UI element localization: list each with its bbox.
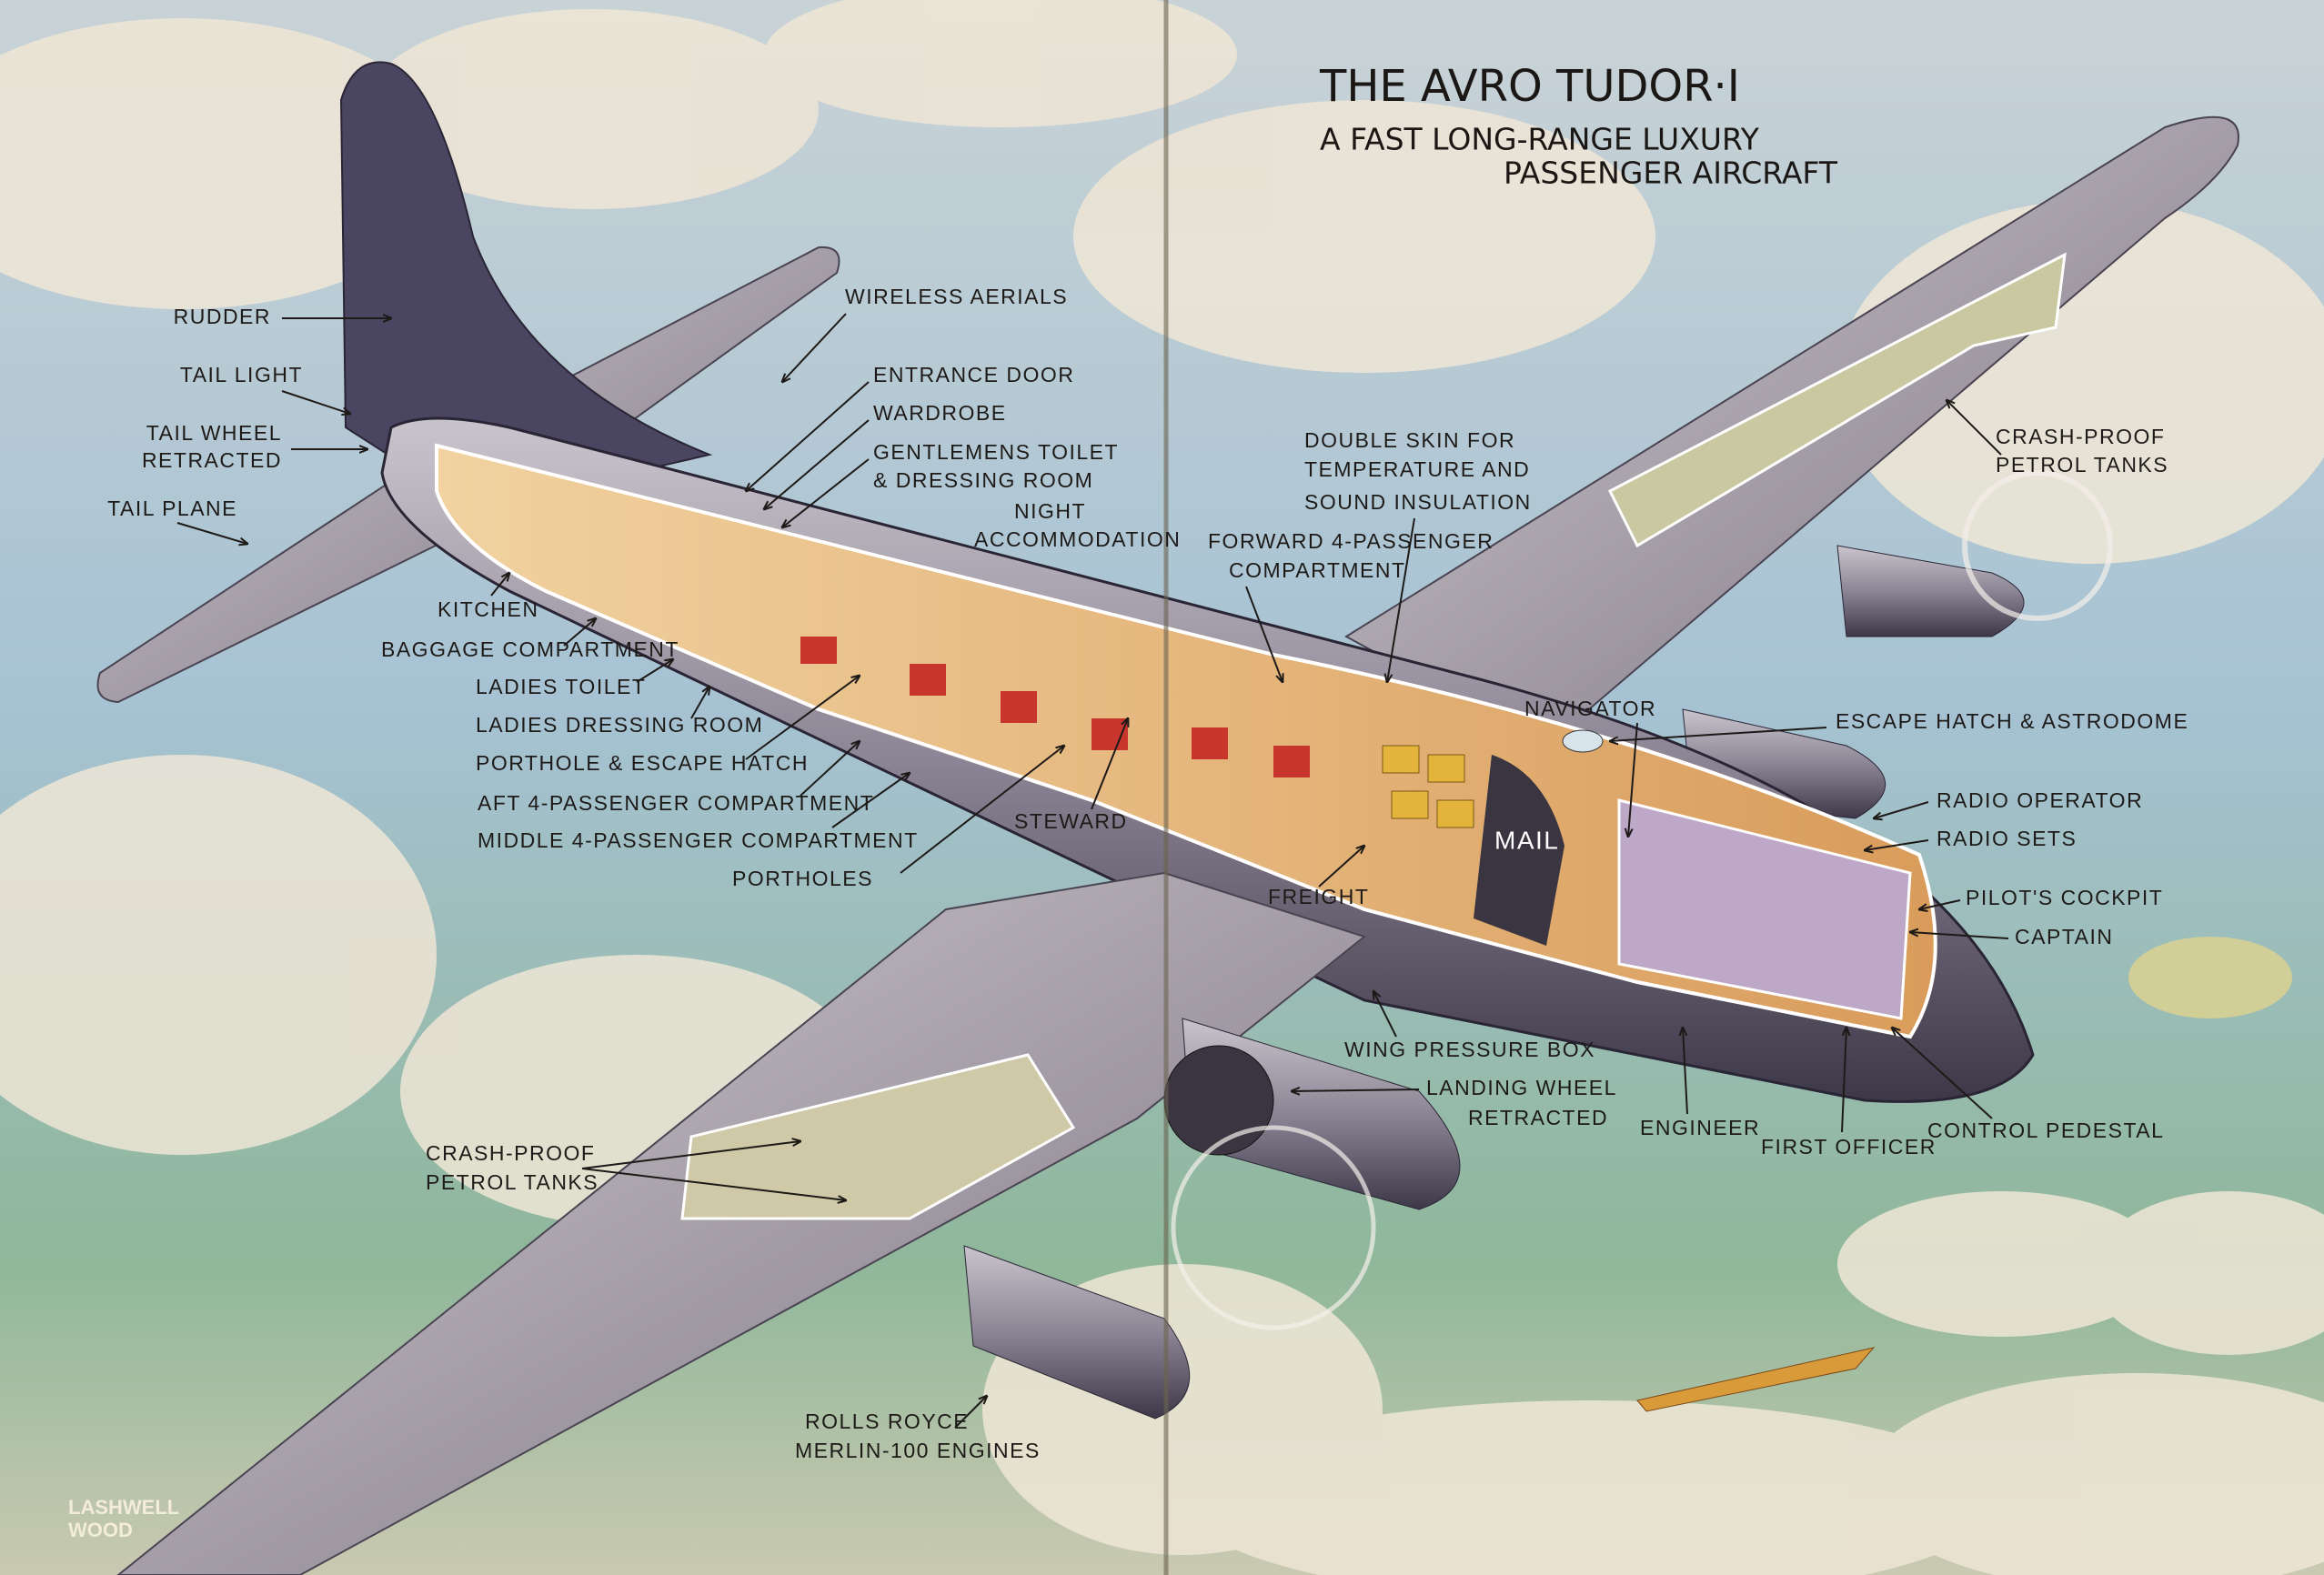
passenger-seats xyxy=(800,637,1310,777)
freight-crates xyxy=(1382,745,1474,828)
label-ladies-toilet: LADIES TOILET xyxy=(476,675,646,698)
left-engines xyxy=(963,1018,1461,1420)
ship xyxy=(1636,1347,1876,1412)
label-tail-light: TAIL LIGHT xyxy=(180,363,303,386)
label-captain: CAPTAIN xyxy=(2015,925,2113,948)
mail-sacks xyxy=(1474,755,1564,946)
cabin-cutaway xyxy=(435,443,1937,1039)
tail-fin-rudder xyxy=(339,61,713,511)
label-rudder: RUDDER xyxy=(174,305,271,328)
label-steward: STEWARD xyxy=(1014,809,1128,833)
subtitle-line-2: PASSENGER AIRCRAFT xyxy=(1504,155,1838,191)
label-mail: MAIL xyxy=(1494,826,1559,854)
label-wing-pressure-box: WING PRESSURE BOX xyxy=(1344,1038,1595,1061)
label-engines-2: MERLIN-100 ENGINES xyxy=(795,1439,1041,1462)
artist-signature-line-1: LASHWELL xyxy=(68,1496,179,1519)
label-escape-hatch: ESCAPE HATCH & ASTRODOME xyxy=(1836,709,2188,733)
label-wireless-aerials: WIRELESS AERIALS xyxy=(845,285,1068,308)
label-radio-operator: RADIO OPERATOR xyxy=(1937,788,2143,812)
left-petrol-tanks-cutaway xyxy=(680,1053,1076,1220)
label-engines-1: ROLLS ROYCE xyxy=(805,1409,969,1433)
label-ladies-dressing-room: LADIES DRESSING ROOM xyxy=(476,713,763,737)
label-wardrobe: WARDROBE xyxy=(873,401,1007,425)
label-gents-dressing: & DRESSING ROOM xyxy=(873,468,1093,492)
subtitle-line-1: A FAST LONG-RANGE LUXURY xyxy=(1320,122,1760,157)
label-freight: FREIGHT xyxy=(1268,885,1369,908)
label-pilots-cockpit: PILOT'S COCKPIT xyxy=(1966,886,2163,909)
artist-signature-line-2: WOOD xyxy=(68,1519,133,1541)
label-porthole-escape-hatch: PORTHOLE & ESCAPE HATCH xyxy=(476,751,809,775)
label-navigator: NAVIGATOR xyxy=(1524,697,1656,720)
label-double-skin-3: SOUND INSULATION xyxy=(1304,490,1532,514)
label-entrance-door: ENTRANCE DOOR xyxy=(873,363,1074,386)
label-right-tanks-2: PETROL TANKS xyxy=(1996,453,2168,477)
label-engineer: ENGINEER xyxy=(1640,1116,1760,1139)
label-accommodation: ACCOMMODATION xyxy=(974,527,1181,551)
label-radio-sets: RADIO SETS xyxy=(1937,827,2077,850)
label-baggage: BAGGAGE COMPARTMENT xyxy=(381,637,679,661)
page-title: THE AVRO TUDOR·I xyxy=(1319,61,1740,112)
crew-compartment xyxy=(1617,798,1912,1020)
leader-lines xyxy=(176,313,2009,1429)
label-forward-compartment-2: COMPARTMENT xyxy=(1229,558,1406,582)
label-aft-compartment: AFT 4-PASSENGER COMPARTMENT xyxy=(478,791,874,815)
landing-wheel xyxy=(1163,1045,1274,1156)
label-left-tanks-1: CRASH-PROOF xyxy=(426,1141,595,1165)
label-kitchen: KITCHEN xyxy=(438,597,538,621)
right-petrol-tanks-cutaway xyxy=(1607,252,2067,548)
astrodome xyxy=(1562,729,1604,753)
label-double-skin-2: TEMPERATURE AND xyxy=(1304,457,1530,481)
label-middle-compartment: MIDDLE 4-PASSENGER COMPARTMENT xyxy=(478,828,919,852)
label-double-skin-1: DOUBLE SKIN FOR xyxy=(1304,428,1515,452)
label-landing-wheel-retracted: RETRACTED xyxy=(1468,1106,1608,1129)
label-tail-plane: TAIL PLANE xyxy=(107,497,237,520)
label-forward-compartment-1: FORWARD 4-PASSENGER xyxy=(1208,529,1494,553)
label-left-tanks-2: PETROL TANKS xyxy=(426,1170,599,1194)
left-wing xyxy=(116,871,1367,1575)
label-first-officer: FIRST OFFICER xyxy=(1761,1135,1937,1159)
label-gents-toilet: GENTLEMENS TOILET xyxy=(873,440,1119,464)
label-landing-wheel: LANDING WHEEL xyxy=(1426,1076,1617,1099)
label-control-pedestal: CONTROL PEDESTAL xyxy=(1927,1119,2164,1142)
label-tail-wheel-retracted: RETRACTED xyxy=(142,448,282,472)
label-night: NIGHT xyxy=(1014,499,1086,523)
label-portholes: PORTHOLES xyxy=(732,867,873,890)
label-right-tanks-1: CRASH-PROOF xyxy=(1996,425,2165,448)
sunlit-cloud xyxy=(2128,937,2292,1018)
callout-labels: RUDDER TAIL LIGHT TAIL WHEEL RETRACTED T… xyxy=(107,285,2188,1462)
label-tail-wheel: TAIL WHEEL xyxy=(146,421,282,445)
